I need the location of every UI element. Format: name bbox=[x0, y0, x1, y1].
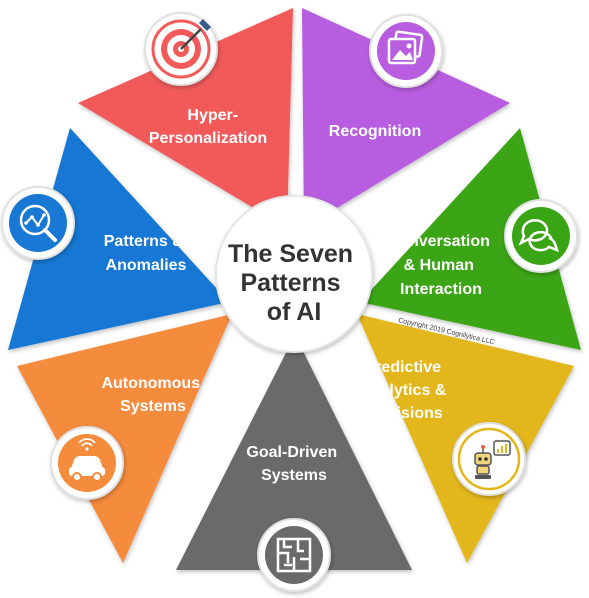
label-line: Anomalies bbox=[106, 257, 187, 274]
label-line: Systems bbox=[261, 467, 327, 484]
label-line: Systems bbox=[120, 398, 186, 415]
segment-label: Predictive Analytics & Decisions bbox=[359, 359, 451, 422]
segment-shape bbox=[360, 128, 581, 350]
segment-patterns: Patterns & Anomalies bbox=[8, 128, 229, 350]
label-line: Autonomous bbox=[101, 375, 200, 392]
label-line: Conversation bbox=[388, 233, 490, 250]
segment-goal-driven: Goal-Driven Systems bbox=[176, 335, 412, 570]
label-line: Patterns & bbox=[104, 233, 184, 250]
label-line: & Human bbox=[404, 257, 474, 274]
label-line: Personalization bbox=[149, 130, 267, 147]
segment-label: Recognition bbox=[329, 123, 421, 140]
center-title-line: The Seven bbox=[228, 240, 353, 268]
image-gallery-icon bbox=[369, 14, 443, 88]
label-line: Hyper- bbox=[187, 107, 238, 124]
label-line: Decisions bbox=[367, 405, 443, 422]
label-line: Predictive bbox=[365, 359, 442, 376]
segment-label: Hyper- Personalization bbox=[149, 107, 267, 147]
segment-shape bbox=[78, 8, 293, 228]
target-icon bbox=[144, 12, 218, 86]
segment-hyper-personalization: Hyper- Personalization bbox=[78, 8, 293, 228]
segment-label: Goal-Driven Systems bbox=[246, 444, 341, 484]
segment-conversation: Conversation & Human Interaction bbox=[360, 128, 581, 350]
center-title-line: Patterns bbox=[241, 269, 341, 297]
maze-icon bbox=[257, 518, 331, 592]
connected-car-icon bbox=[50, 426, 124, 500]
label-line: Analytics & bbox=[359, 382, 447, 399]
segment-label: Autonomous Systems bbox=[101, 375, 204, 415]
label-line: Recognition bbox=[329, 123, 421, 140]
center-hub: The Seven Patterns of AI bbox=[215, 195, 373, 353]
label-line: Goal-Driven bbox=[246, 444, 337, 461]
segment-shape bbox=[176, 335, 412, 570]
segment-shape bbox=[302, 8, 510, 228]
center-title-line: of AI bbox=[267, 298, 322, 326]
segment-shape bbox=[8, 128, 229, 350]
robot-chart-icon bbox=[452, 422, 526, 496]
chat-bubbles-icon bbox=[504, 199, 578, 273]
label-line: Interaction bbox=[400, 281, 482, 298]
segment-label: Patterns & Anomalies bbox=[104, 233, 188, 274]
segment-label: Conversation & Human Interaction bbox=[388, 233, 495, 298]
segment-recognition: Recognition bbox=[302, 8, 510, 228]
center-title: The Seven Patterns of AI bbox=[228, 240, 360, 326]
magnifier-graph-icon bbox=[1, 186, 75, 260]
segment-autonomous: Autonomous Systems bbox=[17, 314, 232, 563]
segment-shape bbox=[17, 314, 232, 563]
